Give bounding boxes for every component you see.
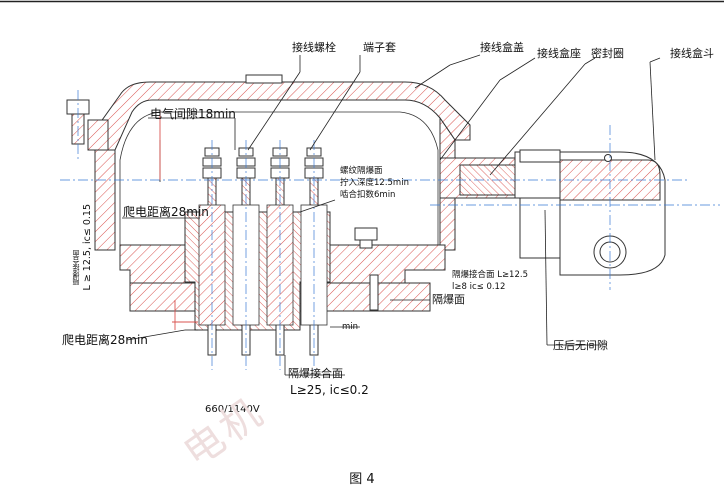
label-box-base: 接线盒座	[537, 47, 581, 60]
label-creepage-top: 爬电距离28min	[123, 205, 209, 219]
label-small-dim: min	[342, 322, 359, 332]
label-right-joint-title: 隔爆接合面 L≥12.5	[452, 270, 528, 280]
label-seal-ring: 密封圈	[591, 47, 624, 60]
label-thread-engage: 啮合扣数6min	[340, 190, 396, 200]
label-explosion-face: 隔爆面	[432, 293, 465, 306]
label-box-bucket: 接线盒斗	[670, 47, 714, 60]
label-left-vertical-title: 隔爆接合面	[72, 250, 80, 285]
label-joint-spec: L≥25, ic≤0.2	[290, 383, 369, 397]
label-no-gap: 压后无间隙	[553, 339, 608, 352]
figure-caption: 图 4	[349, 472, 375, 487]
label-voltage: 660/1140V	[205, 404, 260, 415]
label-terminal-sleeve: 端子套	[363, 41, 396, 54]
label-creepage-bottom: 爬电距离28min	[62, 333, 148, 347]
label-thread-depth: 拧入深度12.5min	[340, 178, 409, 188]
label-electrical-clearance: 电气间隙18min	[150, 107, 236, 121]
label-left-vertical-spec: L ≥ 12.5, ic≤ 0.15	[82, 204, 93, 291]
label-box-cover: 接线盒盖	[480, 41, 524, 54]
label-joint-face: 隔爆接合面	[288, 367, 343, 380]
label-bolt: 接线螺栓	[292, 41, 336, 54]
left-clamp-screw	[66, 99, 109, 151]
cover-boss	[245, 74, 283, 84]
cable-gland	[439, 149, 666, 276]
label-right-joint-spec: l≥8 ic≤ 0.12	[452, 282, 506, 292]
label-thread-title: 螺纹隔爆面	[340, 166, 383, 176]
